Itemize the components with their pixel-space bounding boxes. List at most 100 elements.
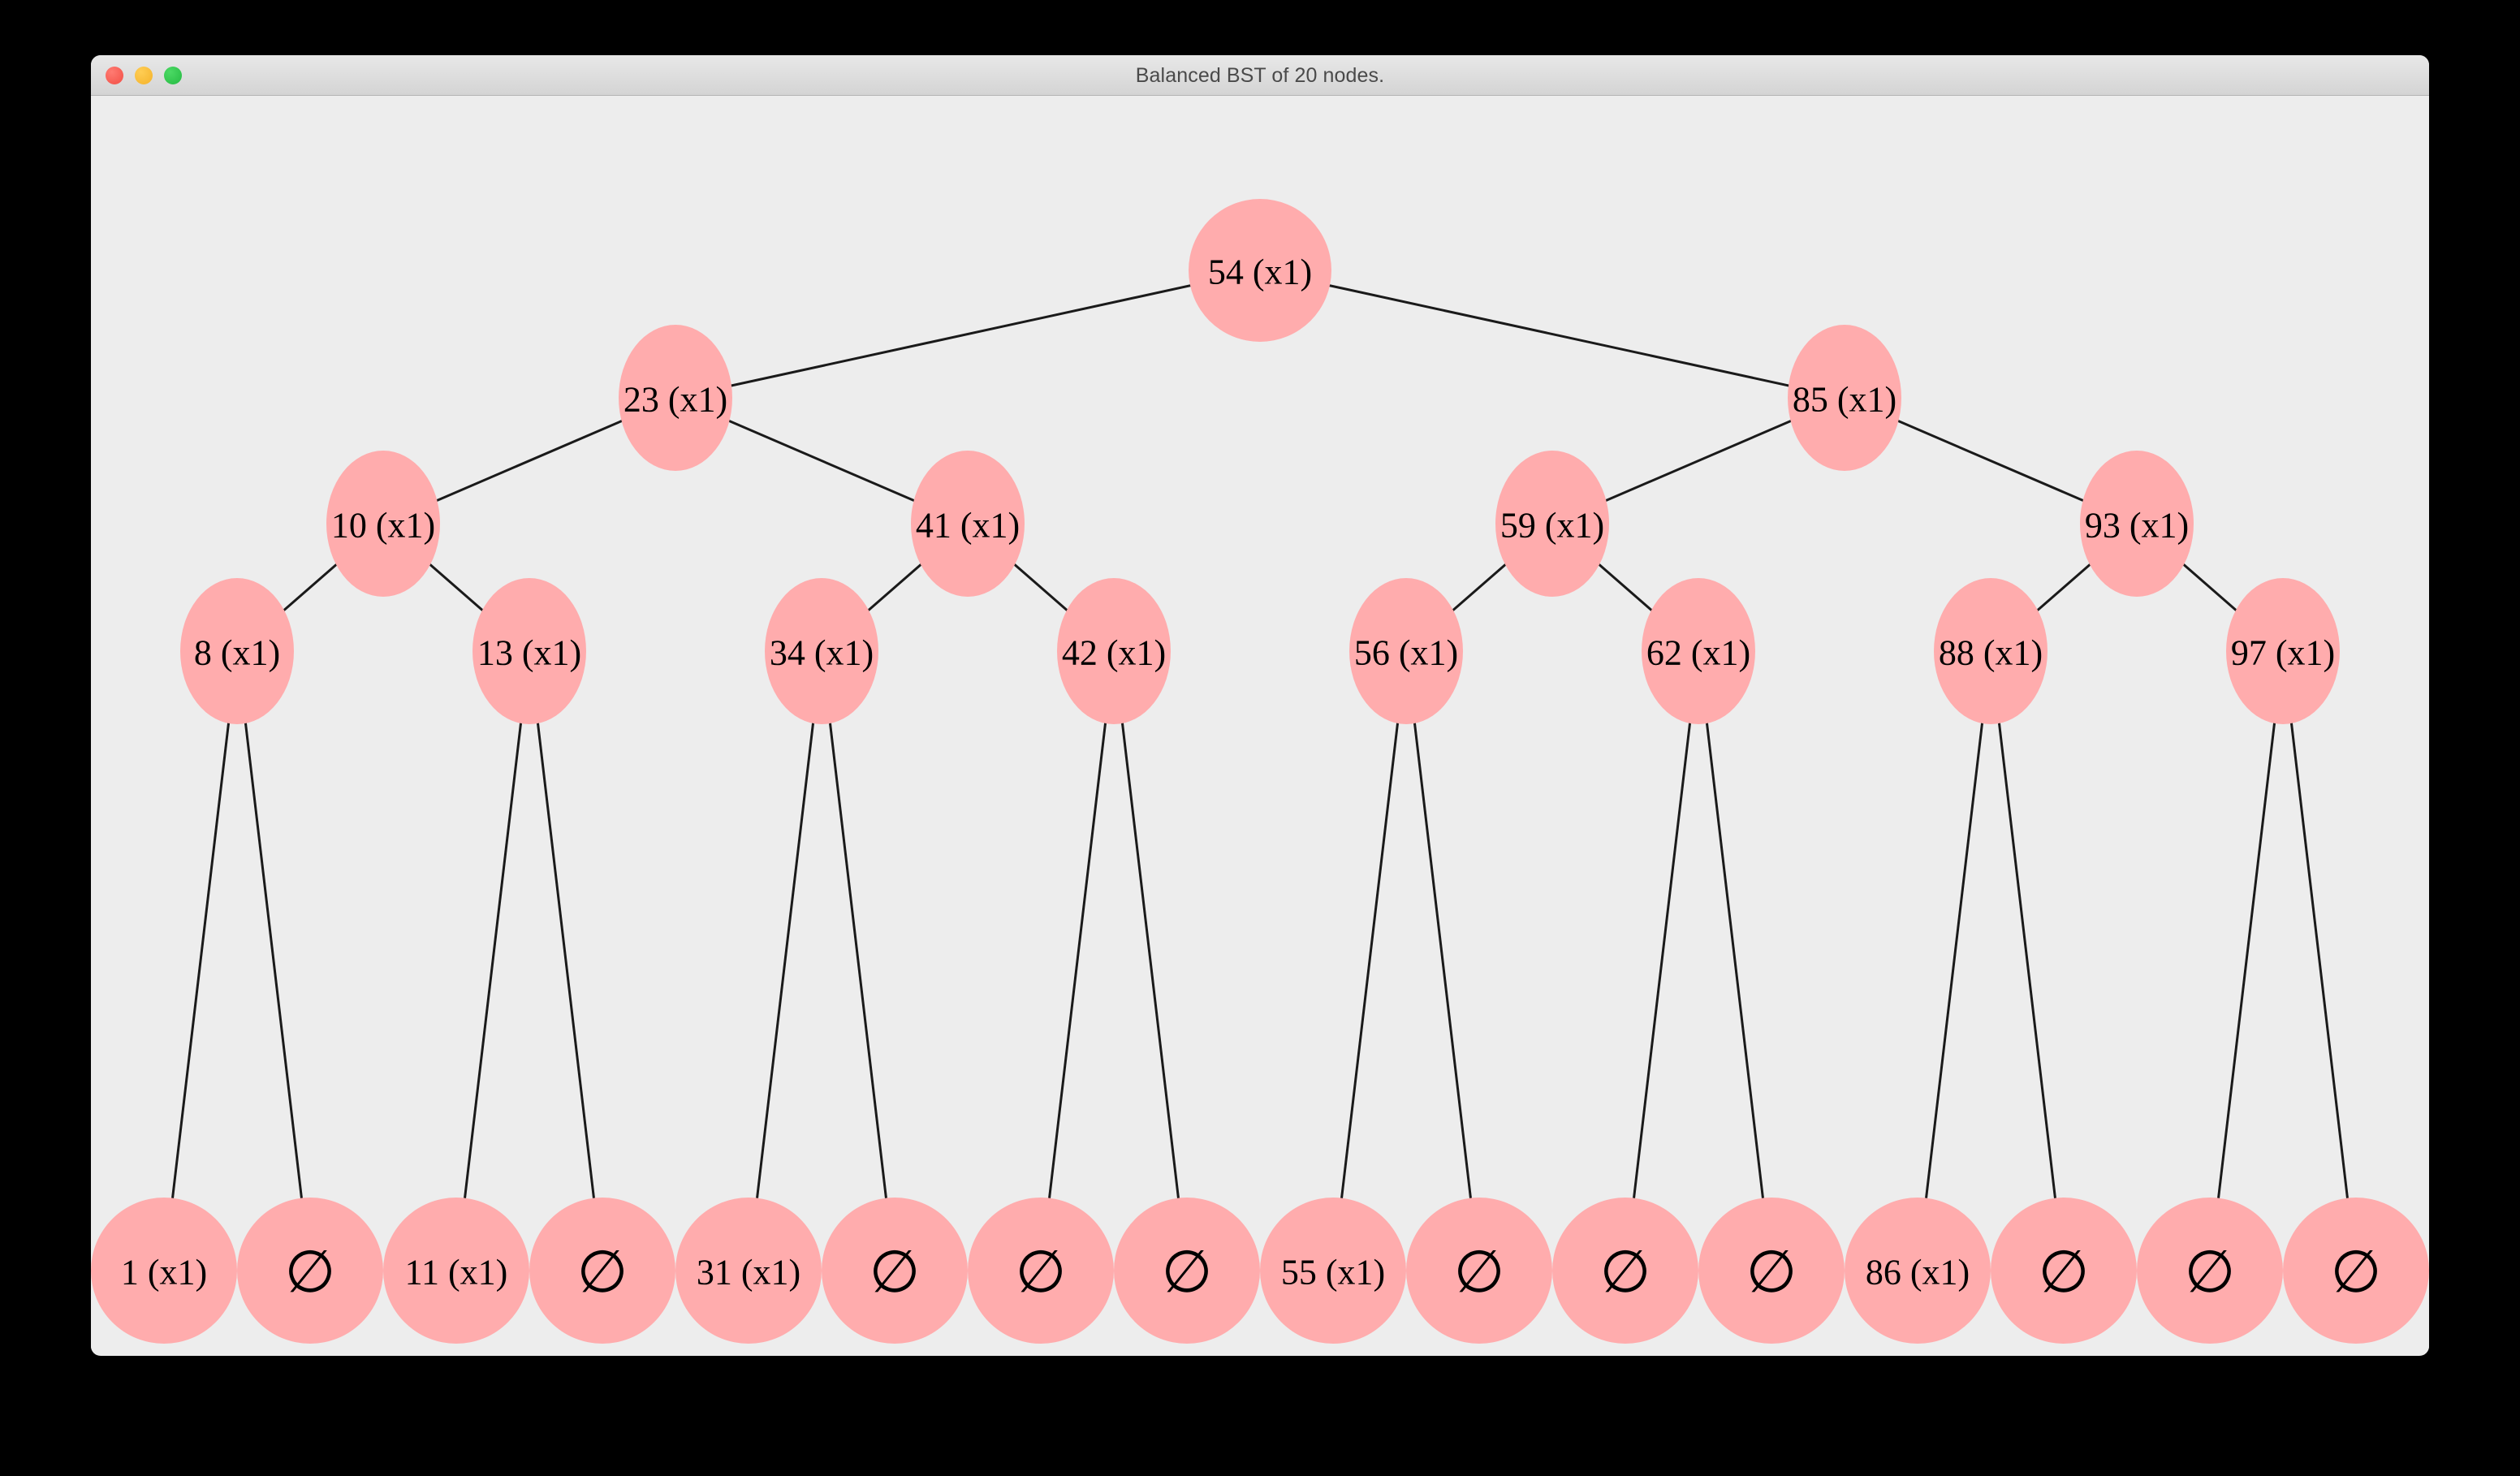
node-circle: [822, 1198, 968, 1344]
bst-diagram: 54 (x1) 23 (x1) 85 (x1) 10 (x1) 41 (x1) 59 (x…: [91, 199, 2429, 1344]
tree-node-null[interactable]: ∅: [968, 1198, 1114, 1344]
tree-node[interactable]: 23 (x1): [619, 325, 732, 471]
tree-node[interactable]: 86 (x1): [1845, 1198, 1991, 1344]
null-node-symbol: ∅: [577, 1240, 628, 1305]
tree-edge: [1259, 269, 1845, 399]
tree-node[interactable]: 88 (x1): [1934, 578, 2048, 724]
node-circle: [1495, 451, 1609, 597]
node-circle: [968, 1198, 1114, 1344]
tree-node-null[interactable]: ∅: [2137, 1198, 2283, 1344]
tree-edge: [820, 650, 896, 1271]
node-label: 41 (x1): [916, 506, 1020, 546]
node-label: 93 (x1): [2085, 506, 2189, 546]
tree-node[interactable]: 42 (x1): [1057, 578, 1171, 724]
tree-edge: [1331, 650, 1408, 1271]
tree-edge: [1039, 650, 1115, 1271]
tree-node[interactable]: 97 (x1): [2226, 578, 2340, 724]
tree-node-null[interactable]: ∅: [2283, 1198, 2429, 1344]
tree-node[interactable]: 13 (x1): [472, 578, 586, 724]
node-circle: [1057, 578, 1171, 724]
node-circle: [2226, 578, 2340, 724]
node-circle: [91, 1198, 237, 1344]
node-label: 13 (x1): [477, 633, 581, 673]
tree-node[interactable]: 1 (x1): [91, 1198, 237, 1344]
node-label: 85 (x1): [1793, 380, 1896, 420]
tree-node[interactable]: 54 (x1): [1189, 199, 1331, 342]
node-circle: [472, 578, 586, 724]
tree-edge: [528, 650, 604, 1271]
node-label: 31 (x1): [697, 1253, 800, 1293]
null-node-symbol: ∅: [2331, 1240, 2382, 1305]
window-title: Balanced BST of 20 nodes.: [1135, 64, 1385, 87]
node-circle: [1552, 1198, 1698, 1344]
node-label: 11 (x1): [405, 1253, 508, 1293]
node-circle: [1642, 578, 1755, 724]
tree-edge: [455, 650, 531, 1271]
node-circle: [911, 451, 1025, 597]
tree-node[interactable]: 41 (x1): [911, 451, 1025, 597]
tree-node[interactable]: 11 (x1): [383, 1198, 529, 1344]
null-node-symbol: ∅: [285, 1240, 336, 1305]
node-circle: [1406, 1198, 1552, 1344]
tree-edge: [1624, 650, 1700, 1271]
close-icon[interactable]: [106, 67, 123, 84]
node-label: 23 (x1): [624, 380, 727, 420]
tree-node[interactable]: 10 (x1): [326, 451, 440, 597]
application-window: Balanced BST of 20 nodes. 54 (x1) 23 (x1)…: [91, 55, 2429, 1356]
tree-edge: [1989, 650, 2065, 1271]
node-circle: [1260, 1198, 1406, 1344]
null-node-symbol: ∅: [869, 1240, 921, 1305]
node-label: 10 (x1): [331, 506, 435, 546]
node-circle: [2080, 451, 2194, 597]
tree-node-null[interactable]: ∅: [1991, 1198, 2137, 1344]
null-node-symbol: ∅: [1600, 1240, 1651, 1305]
node-label: 8 (x1): [194, 633, 280, 673]
tree-node-null[interactable]: ∅: [822, 1198, 968, 1344]
maximize-icon[interactable]: [164, 67, 182, 84]
node-layer: 54 (x1) 23 (x1) 85 (x1) 10 (x1) 41 (x1) 59 (x…: [91, 199, 2429, 1344]
node-circle: [1349, 578, 1463, 724]
node-label: 97 (x1): [2231, 633, 2335, 673]
tree-edge: [1916, 650, 1992, 1271]
tree-node[interactable]: 31 (x1): [675, 1198, 822, 1344]
tree-node-null[interactable]: ∅: [1698, 1198, 1845, 1344]
node-circle: [1189, 199, 1331, 342]
tree-edge: [235, 650, 312, 1271]
tree-node[interactable]: 34 (x1): [765, 578, 878, 724]
tree-node-null[interactable]: ∅: [1114, 1198, 1260, 1344]
tree-node-null[interactable]: ∅: [529, 1198, 675, 1344]
window-controls: [106, 55, 182, 96]
tree-node[interactable]: 85 (x1): [1788, 325, 1901, 471]
minimize-icon[interactable]: [135, 67, 153, 84]
null-node-symbol: ∅: [1162, 1240, 1213, 1305]
tree-edge: [2208, 650, 2285, 1271]
tree-node[interactable]: 59 (x1): [1495, 451, 1609, 597]
node-circle: [180, 578, 294, 724]
null-node-symbol: ∅: [1746, 1240, 1797, 1305]
node-circle: [1991, 1198, 2137, 1344]
tree-edge: [1112, 650, 1189, 1271]
tree-node-null[interactable]: ∅: [237, 1198, 383, 1344]
node-circle: [765, 578, 878, 724]
tree-node-null[interactable]: ∅: [1406, 1198, 1552, 1344]
node-circle: [1114, 1198, 1260, 1344]
tree-node-null[interactable]: ∅: [1552, 1198, 1698, 1344]
tree-canvas: 54 (x1) 23 (x1) 85 (x1) 10 (x1) 41 (x1) 59 (x…: [91, 96, 2429, 1355]
tree-node[interactable]: 93 (x1): [2080, 451, 2194, 597]
tree-node[interactable]: 56 (x1): [1349, 578, 1463, 724]
tree-node[interactable]: 8 (x1): [180, 578, 294, 724]
node-circle: [1698, 1198, 1845, 1344]
tree-edge: [1405, 650, 1481, 1271]
null-node-symbol: ∅: [2185, 1240, 2236, 1305]
node-circle: [383, 1198, 529, 1344]
tree-edge: [162, 650, 239, 1271]
tree-node[interactable]: 55 (x1): [1260, 1198, 1406, 1344]
tree-node[interactable]: 62 (x1): [1642, 578, 1755, 724]
tree-edge: [2281, 650, 2358, 1271]
window-titlebar[interactable]: Balanced BST of 20 nodes.: [91, 55, 2429, 96]
node-label: 34 (x1): [770, 633, 874, 673]
node-circle: [2283, 1198, 2429, 1344]
node-circle: [529, 1198, 675, 1344]
node-circle: [1934, 578, 2048, 724]
